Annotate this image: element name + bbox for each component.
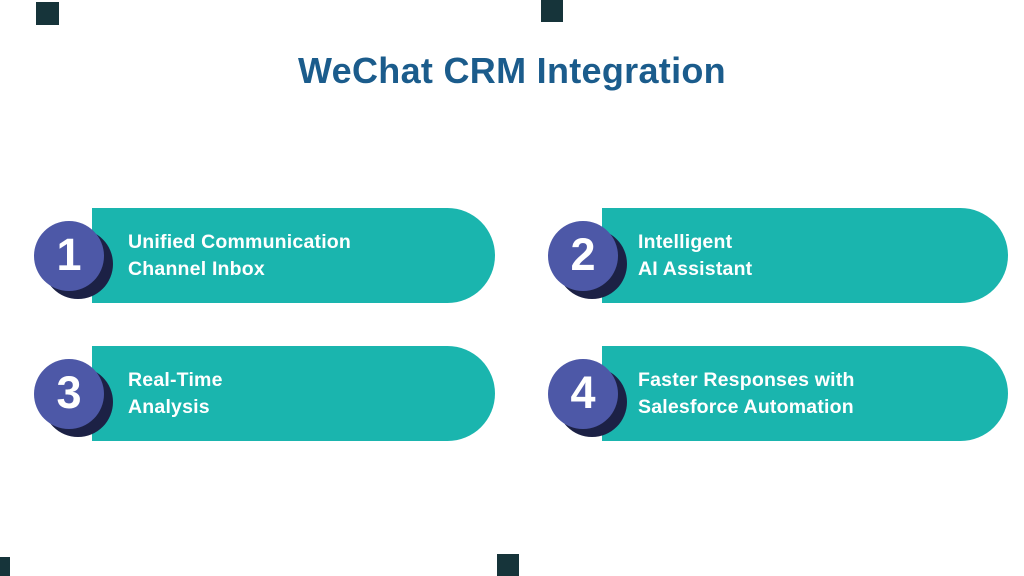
feature-number-2: 2 xyxy=(570,229,596,280)
page-title: WeChat CRM Integration xyxy=(298,50,726,91)
feature-card-1: Unified Communication Channel Inbox 1 xyxy=(34,208,495,303)
number-badge-3: 3 xyxy=(34,359,104,429)
feature-number-4: 4 xyxy=(570,367,596,418)
feature-label-2: Intelligent AI Assistant xyxy=(638,231,753,280)
corner-square-bottom-center xyxy=(497,554,519,576)
feature-label-4: Faster Responses with Salesforce Automat… xyxy=(638,369,855,418)
corner-square-top-left xyxy=(36,2,59,25)
corner-square-top-right xyxy=(541,0,563,22)
feature-card-4: Faster Responses with Salesforce Automat… xyxy=(548,346,1008,441)
corner-square-bottom-left xyxy=(0,557,10,576)
feature-card-2: Intelligent AI Assistant 2 xyxy=(548,208,1008,303)
feature-bar-4: Faster Responses with Salesforce Automat… xyxy=(602,346,1008,441)
feature-label-3: Real-Time Analysis xyxy=(128,369,223,418)
feature-card-3: Real-Time Analysis 3 xyxy=(34,346,495,441)
feature-number-3: 3 xyxy=(56,367,82,418)
number-badge-2: 2 xyxy=(548,221,618,291)
number-badge-1: 1 xyxy=(34,221,104,291)
feature-bar-3: Real-Time Analysis xyxy=(92,346,495,441)
feature-bar-2: Intelligent AI Assistant xyxy=(602,208,1008,303)
feature-number-1: 1 xyxy=(56,229,82,280)
number-badge-4: 4 xyxy=(548,359,618,429)
feature-bar-1: Unified Communication Channel Inbox xyxy=(92,208,495,303)
feature-label-1: Unified Communication Channel Inbox xyxy=(128,231,352,280)
